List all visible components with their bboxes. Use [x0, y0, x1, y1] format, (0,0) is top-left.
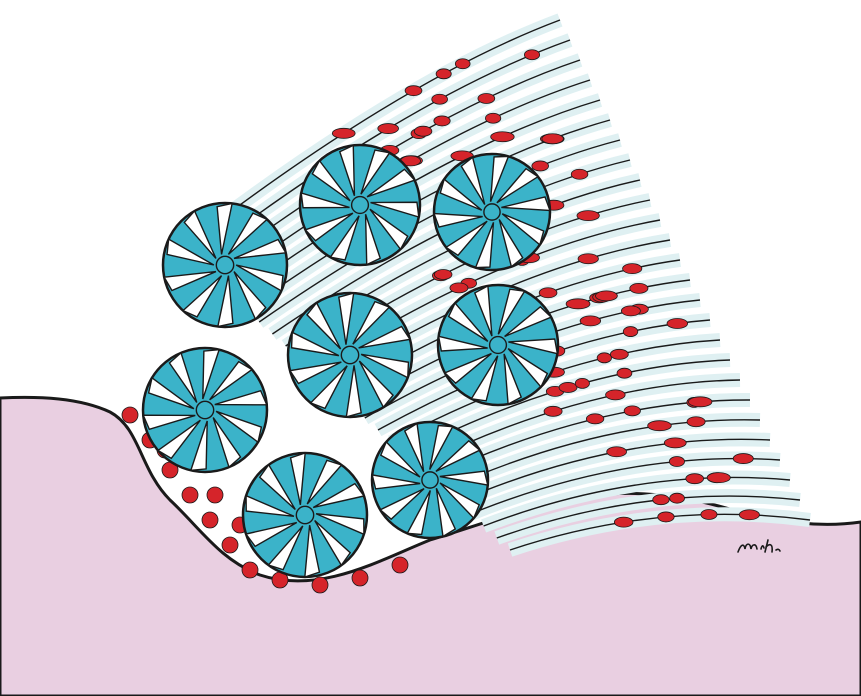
red-particle [432, 94, 448, 104]
red-particle [542, 134, 563, 144]
red-particle [242, 562, 258, 578]
red-particle [669, 457, 684, 467]
red-particle [658, 512, 674, 522]
red-particle [434, 116, 450, 126]
tubule-bundle [163, 203, 287, 327]
red-particle [524, 50, 539, 60]
red-particle [485, 113, 500, 123]
tubule-bundle [438, 285, 558, 405]
red-particle [332, 128, 355, 138]
tubule-bundle [372, 422, 488, 538]
red-particle [122, 407, 138, 423]
red-particle [571, 169, 588, 179]
red-particle [648, 421, 672, 431]
tubule-bundle [288, 293, 412, 417]
red-particle [617, 368, 632, 378]
red-particle [202, 512, 218, 528]
red-particle [630, 283, 648, 293]
red-particle [478, 93, 495, 103]
red-particle [624, 406, 640, 416]
bundle-core [196, 401, 213, 418]
red-particle [378, 124, 399, 134]
red-particle [597, 353, 611, 363]
red-particle [686, 474, 704, 484]
red-particle [450, 283, 468, 293]
red-particle [491, 132, 515, 142]
red-particle [577, 211, 599, 221]
red-particle [688, 397, 711, 407]
bundle-core [422, 472, 438, 488]
red-particle [606, 390, 626, 400]
tubule-bundle [243, 453, 367, 577]
red-particle [544, 406, 562, 416]
red-particle [610, 349, 628, 359]
bundle-core [490, 337, 507, 354]
red-particle [312, 577, 328, 593]
bundle-core [341, 346, 358, 363]
red-particle [436, 69, 451, 79]
red-particle [222, 537, 238, 553]
red-particle [733, 454, 753, 464]
red-particle [580, 316, 601, 326]
red-particle [539, 288, 557, 298]
red-particle [614, 517, 633, 527]
red-particle [653, 495, 669, 505]
red-particle [455, 59, 470, 69]
red-particle [623, 327, 638, 337]
red-particle [182, 487, 198, 503]
red-particle [621, 306, 640, 316]
red-particle [392, 557, 408, 573]
red-particle [352, 570, 368, 586]
red-particle [670, 493, 685, 503]
red-particle [667, 318, 688, 328]
tubule-bundle [434, 154, 550, 270]
red-particle [434, 269, 452, 279]
red-particle [739, 510, 759, 520]
red-particle [607, 447, 627, 457]
red-particle [664, 438, 686, 448]
bundle-core [216, 256, 233, 273]
red-particle [578, 254, 598, 264]
red-particle [207, 487, 223, 503]
red-particle [575, 378, 589, 388]
red-particle [595, 291, 617, 301]
tubule-bundle [143, 348, 267, 472]
red-particle [559, 382, 577, 392]
red-particle [586, 414, 603, 424]
bundle-core [484, 204, 500, 220]
red-particle [687, 417, 705, 427]
red-particle [566, 299, 590, 309]
red-particle [623, 264, 642, 274]
red-particle [405, 86, 422, 96]
tubule-bundle [300, 145, 420, 265]
bundle-core [352, 197, 369, 214]
bundle-core [296, 506, 313, 523]
red-particle [701, 509, 717, 519]
red-particle [414, 126, 432, 136]
red-particle [532, 161, 549, 171]
red-particle [707, 473, 730, 483]
